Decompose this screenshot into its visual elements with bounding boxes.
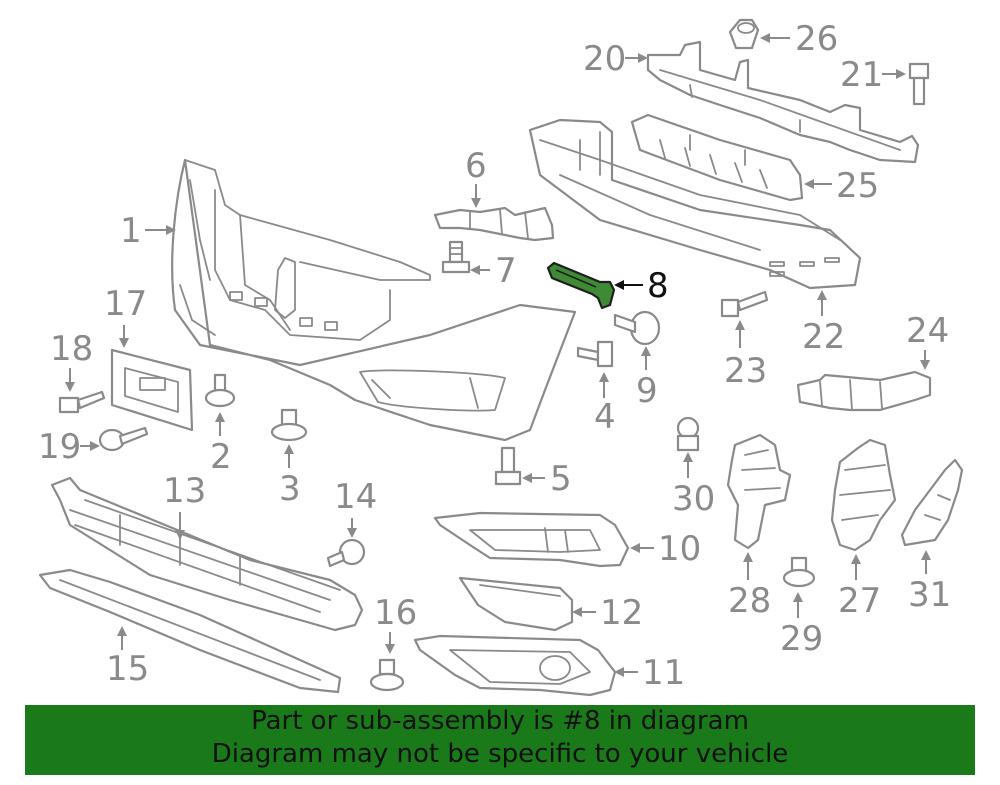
callout-27-number: 27	[838, 581, 881, 621]
callout-19-number: 19	[38, 427, 81, 467]
callout-27: 27	[838, 554, 881, 621]
callout-11: 11	[614, 653, 685, 693]
part-15-lower-molding	[38, 568, 342, 694]
callout-17-number: 17	[104, 284, 147, 324]
part-18-bolt	[58, 390, 106, 414]
part-12-cover	[458, 576, 574, 632]
callout-2-number: 2	[210, 437, 232, 477]
callout-5-number: 5	[550, 459, 572, 499]
part-9-clip	[613, 310, 661, 346]
banner-line-1: Part or sub-assembly is #8 in diagram	[251, 706, 749, 736]
callout-22-number: 22	[802, 317, 845, 357]
part-13-lower-grille	[50, 476, 364, 632]
part-11-lower-bezel	[413, 634, 617, 697]
callout-8-number: 8	[647, 266, 669, 306]
callout-18-number: 18	[50, 329, 93, 369]
part-16-clip	[369, 658, 405, 692]
part-30-clip	[676, 416, 700, 452]
callout-14-number: 14	[334, 477, 377, 517]
callout-31-number: 31	[908, 575, 951, 615]
part-24-bracket	[796, 370, 932, 412]
callout-5: 5	[522, 459, 572, 499]
part-27-side-bracket	[830, 438, 897, 552]
callout-26-number: 26	[795, 19, 838, 59]
part-2-clip	[204, 373, 236, 408]
part-25-absorber	[630, 113, 804, 202]
part-19-screw	[98, 426, 149, 452]
callout-8: 8	[614, 266, 669, 306]
callout-23-number: 23	[724, 351, 767, 391]
part-5-bolt	[494, 446, 522, 486]
part-21-bolt	[908, 62, 930, 106]
part-26-nut	[728, 18, 760, 50]
callout-17: 17	[104, 284, 147, 348]
part-22-bumper-beam	[528, 118, 862, 290]
callout-12-number: 12	[600, 593, 643, 633]
callout-21-number: 21	[840, 55, 883, 95]
callout-28: 28	[728, 552, 771, 621]
callout-19: 19	[38, 427, 100, 467]
part-31-bracket	[900, 458, 964, 547]
banner-line-2: Diagram may not be specific to your vehi…	[211, 739, 789, 769]
part-10-fog-bezel	[433, 511, 630, 568]
callout-2: 2	[210, 412, 232, 477]
callout-1-number: 1	[120, 211, 142, 251]
callout-4-number: 4	[594, 397, 616, 437]
callout-11-number: 11	[642, 653, 685, 693]
callout-6: 6	[465, 146, 487, 208]
callout-16-number: 16	[374, 593, 417, 633]
part-28-side-bracket	[726, 433, 792, 550]
callout-26: 26	[760, 19, 838, 59]
callout-9-number: 9	[636, 371, 658, 411]
callout-4: 4	[594, 372, 616, 437]
callout-6-number: 6	[465, 146, 487, 186]
callout-1: 1	[120, 211, 176, 251]
callout-10-number: 10	[658, 529, 701, 569]
callout-7-number: 7	[495, 251, 517, 291]
part-8-bracket-highlighted	[546, 261, 616, 310]
callout-24-number: 24	[906, 311, 949, 351]
callout-7: 7	[470, 251, 517, 291]
part-23-bolt	[720, 290, 769, 318]
callout-25: 25	[804, 166, 879, 206]
part-4-screw	[576, 340, 614, 368]
callout-29: 29	[780, 592, 823, 659]
callout-29-number: 29	[780, 619, 823, 659]
callout-22: 22	[802, 290, 845, 357]
callout-3: 3	[279, 444, 301, 509]
part-20-upper-beam	[646, 40, 920, 164]
part-7-bolt	[441, 240, 471, 274]
part-29-clip	[782, 556, 816, 588]
callout-23: 23	[724, 320, 767, 391]
part-3-clip	[270, 408, 308, 442]
callout-14: 14	[334, 477, 377, 538]
callout-30: 30	[672, 452, 715, 519]
callout-9: 9	[636, 346, 658, 411]
callout-28-number: 28	[728, 581, 771, 621]
callout-25-number: 25	[836, 166, 879, 206]
callout-31: 31	[908, 550, 951, 615]
callout-10: 10	[630, 529, 701, 569]
callout-20-number: 20	[583, 39, 626, 79]
info-banner: Part or sub-assembly is #8 in diagram Di…	[25, 705, 975, 775]
callout-3-number: 3	[279, 469, 301, 509]
callout-12: 12	[572, 593, 643, 633]
callout-13: 13	[163, 471, 206, 540]
callout-21: 21	[840, 55, 906, 95]
callout-20: 20	[583, 39, 648, 79]
part-14-screw	[326, 538, 366, 568]
callout-16: 16	[374, 593, 417, 654]
callout-13-number: 13	[163, 471, 206, 511]
callout-18: 18	[50, 329, 93, 392]
part-6-bracket	[433, 206, 555, 242]
callout-15-number: 15	[106, 649, 149, 689]
part-17-license-bracket	[110, 348, 194, 432]
part-1-bumper-face	[171, 158, 577, 442]
callout-30-number: 30	[672, 479, 715, 519]
callout-24: 24	[906, 311, 949, 370]
callout-15: 15	[106, 626, 149, 689]
